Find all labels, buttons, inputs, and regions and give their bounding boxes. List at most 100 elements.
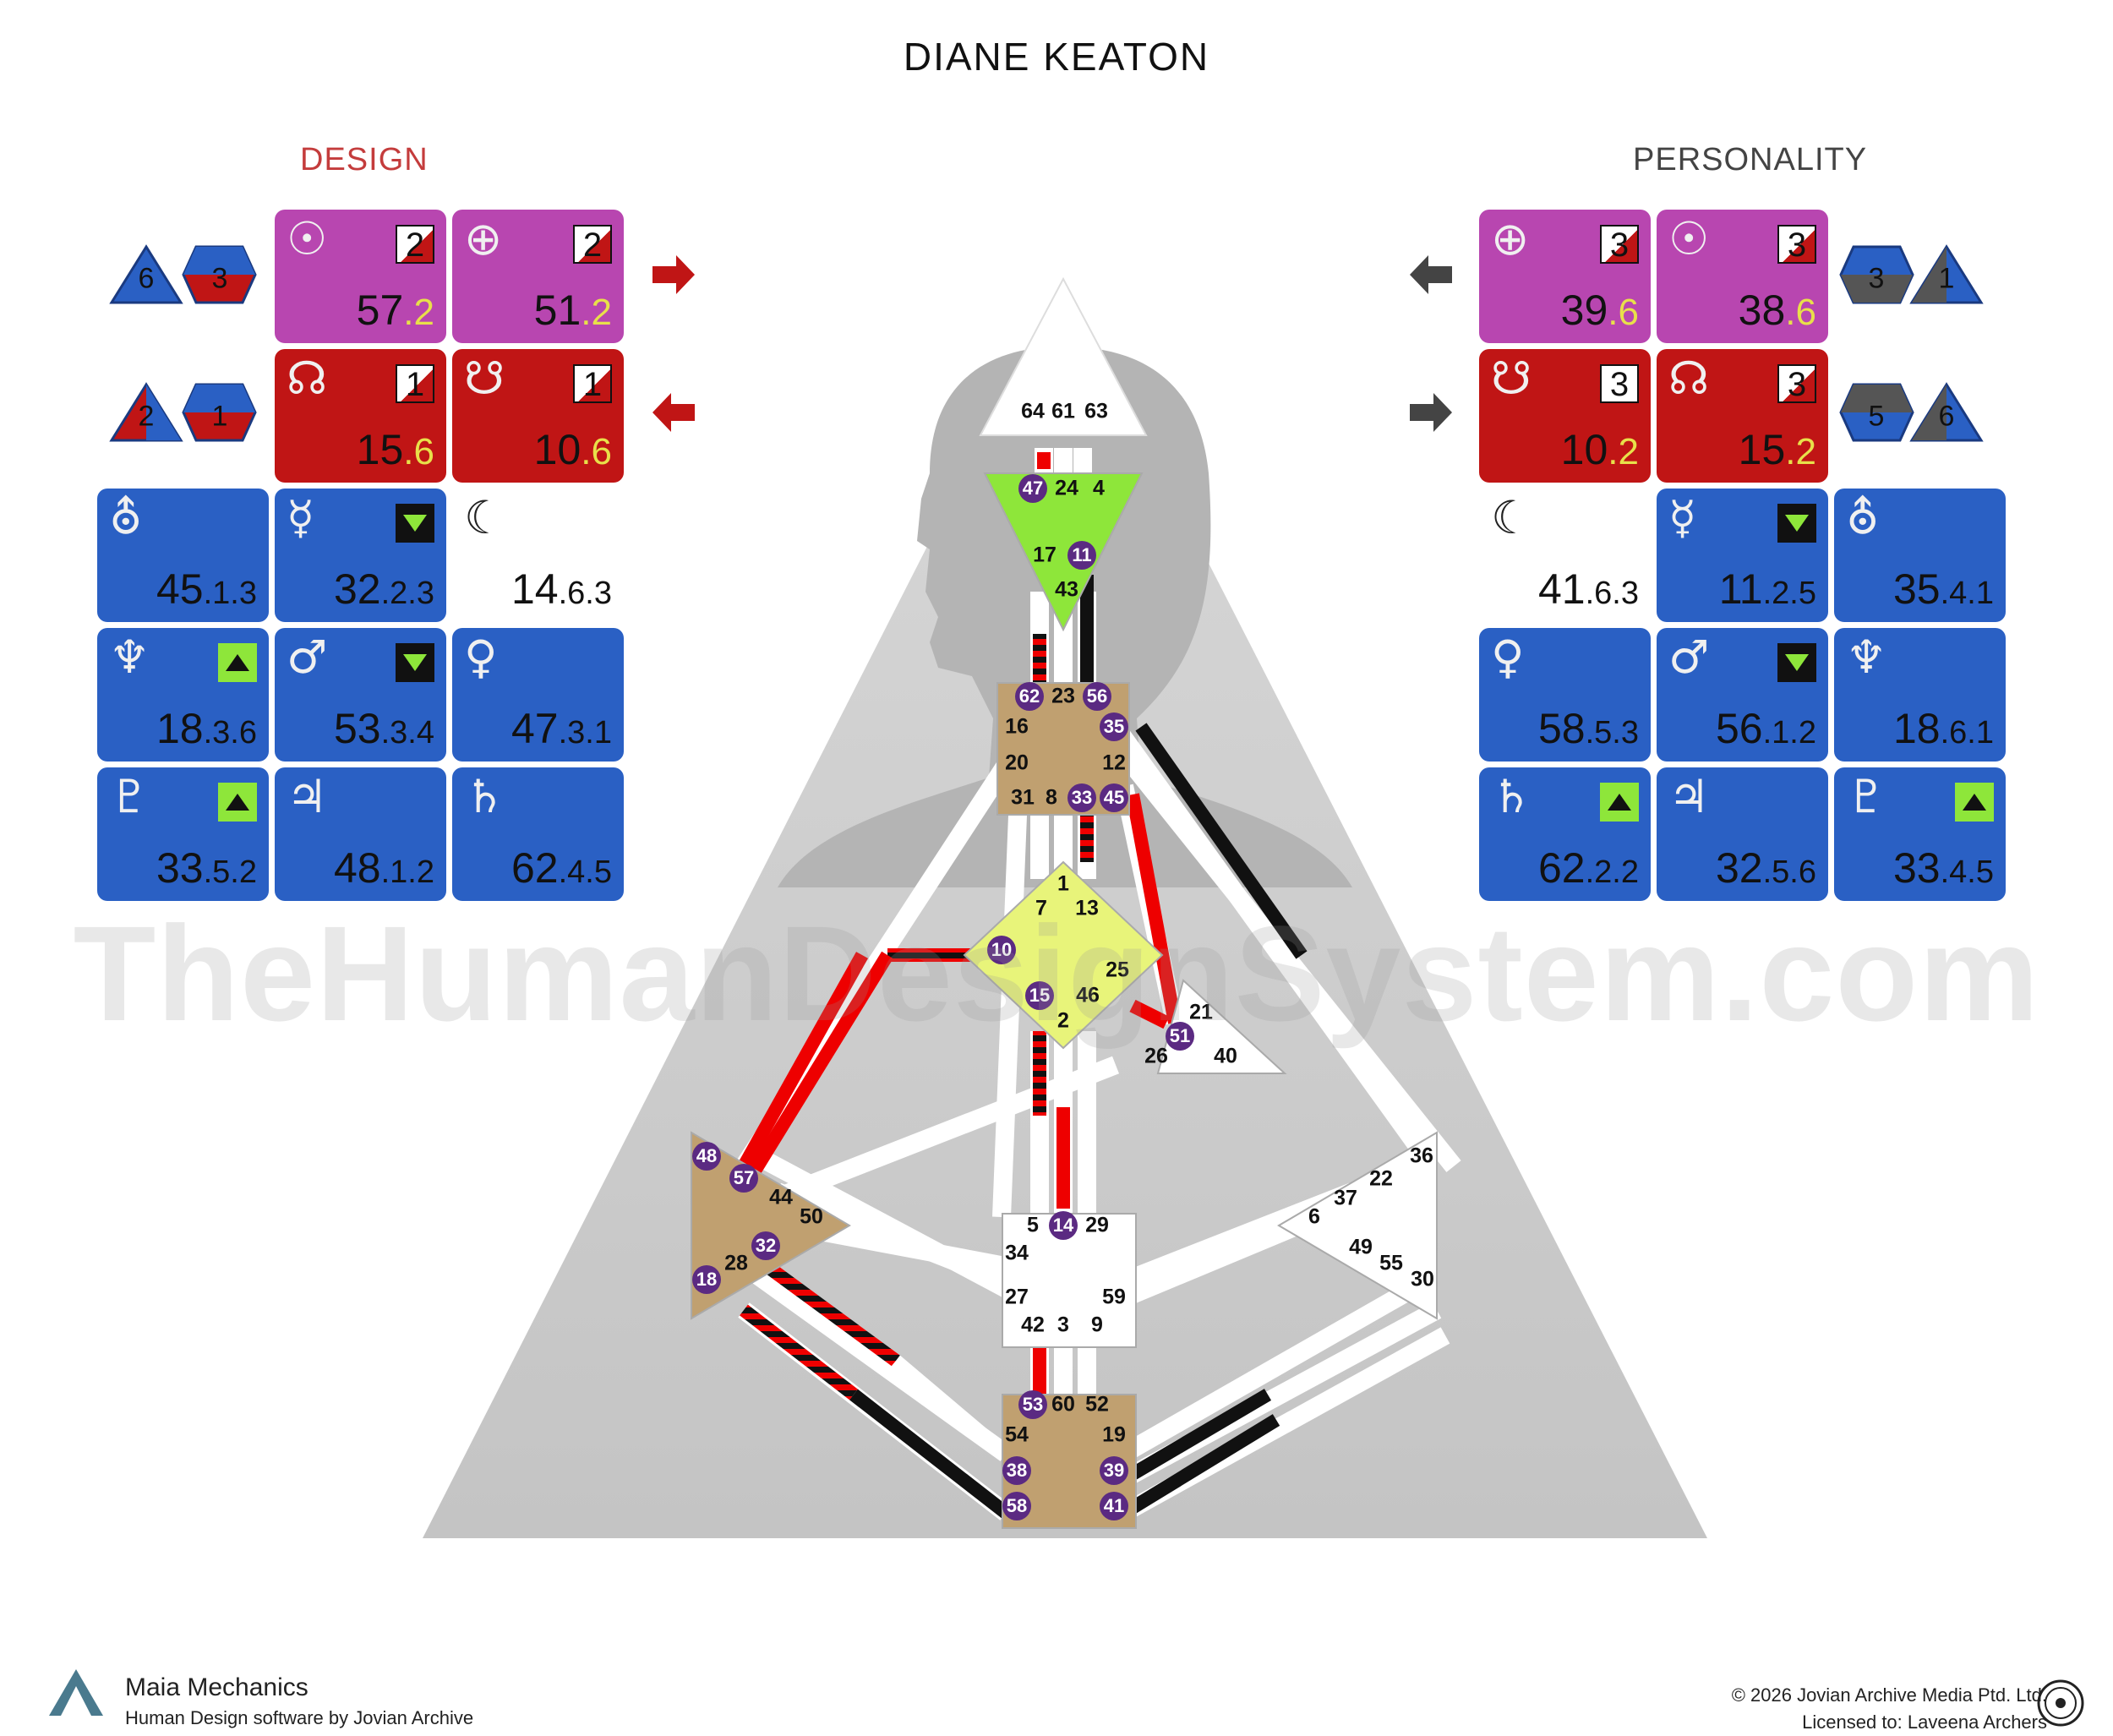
sun-icon: ☉ xyxy=(287,212,328,265)
personality-tile-pluto: ♇33.4.5 xyxy=(1834,767,2006,901)
gate-40: 40 xyxy=(1214,1044,1237,1068)
personality-variable-value: 5 xyxy=(1868,400,1885,433)
detriment-icon xyxy=(396,504,434,543)
gate-60: 60 xyxy=(1051,1392,1075,1417)
gate-53: 53 xyxy=(1018,1390,1047,1419)
gate-line-value: 62.2.2 xyxy=(1537,844,1639,892)
gate-50: 50 xyxy=(800,1204,823,1229)
gate-28: 28 xyxy=(724,1251,748,1275)
sun-icon: ☉ xyxy=(1668,212,1710,265)
chart-title: DIANE KEATON xyxy=(903,35,1210,79)
gate-15: 15 xyxy=(1025,981,1054,1010)
saturn-icon: ♄ xyxy=(1491,770,1532,823)
personality-tile-moon: ☾41.6.3 xyxy=(1479,489,1651,622)
gate-line-value: 33.5.2 xyxy=(156,844,257,892)
gate-58: 58 xyxy=(1002,1492,1031,1520)
gate-36: 36 xyxy=(1410,1144,1433,1168)
north-node-icon: ☊ xyxy=(1668,352,1709,405)
design-variable-value: 1 xyxy=(211,400,228,433)
gate-line-value: 10.2 xyxy=(1560,426,1639,473)
jupiter-icon: ♃ xyxy=(1668,770,1710,823)
gate-35: 35 xyxy=(1100,712,1128,741)
line-mark: 3 xyxy=(1777,225,1816,264)
app-subtitle: Human Design software by Jovian Archive xyxy=(125,1707,474,1728)
design-tile-moon: ☾14.6.3 xyxy=(452,489,624,622)
app-name: Maia Mechanics xyxy=(125,1673,308,1701)
gate-59: 59 xyxy=(1102,1285,1126,1309)
uranus-icon: ⛢ xyxy=(109,491,143,544)
copyright: © 2026 Jovian Archive Media Ptd. Ltd. xyxy=(1731,1684,2047,1706)
detriment-icon xyxy=(1777,504,1816,543)
g-center xyxy=(963,860,1164,1050)
gate-42: 42 xyxy=(1021,1313,1045,1337)
watermark: TheHumanDesignSystem.com xyxy=(73,898,2040,1049)
gate-line-value: 41.6.3 xyxy=(1537,565,1639,613)
line-mark: 3 xyxy=(1777,364,1816,403)
design-tile-uranus: ⛢45.1.3 xyxy=(97,489,269,622)
gate-26: 26 xyxy=(1144,1044,1168,1068)
exalted-icon xyxy=(1955,783,1994,822)
personality-variable-value: 1 xyxy=(1938,262,1955,295)
mercury-icon: ☿ xyxy=(1668,491,1697,544)
saturn-icon: ♄ xyxy=(464,770,505,823)
gate-47: 47 xyxy=(1018,474,1047,503)
personality-tile-jupiter: ♃32.5.6 xyxy=(1657,767,1828,901)
gate-line-value: 51.2 xyxy=(533,287,612,334)
gate-23: 23 xyxy=(1051,684,1075,708)
gate-line-value: 18.3.6 xyxy=(156,705,257,752)
line-mark: 3 xyxy=(1600,364,1639,403)
gate-line-value: 39.6 xyxy=(1560,287,1639,334)
personality-tile-saturn: ♄62.2.2 xyxy=(1479,767,1651,901)
gate-line-value: 53.3.4 xyxy=(333,705,434,752)
maia-logo-icon xyxy=(49,1669,103,1716)
gate-line-value: 38.6 xyxy=(1738,287,1816,334)
gate-7: 7 xyxy=(1035,896,1047,920)
south-node-icon: ☋ xyxy=(464,352,505,405)
gate-line-value: 10.6 xyxy=(533,426,612,473)
gate-56: 56 xyxy=(1083,682,1111,711)
line-mark: 2 xyxy=(573,225,612,264)
gate-20: 20 xyxy=(1005,751,1029,775)
license: Licensed to: Laveena Archers xyxy=(1802,1711,2047,1733)
line-mark: 1 xyxy=(573,364,612,403)
neptune-icon: ♆ xyxy=(1846,631,1887,684)
gate-19: 19 xyxy=(1102,1422,1126,1447)
gate-11: 11 xyxy=(1067,541,1096,570)
design-tile-saturn: ♄62.4.5 xyxy=(452,767,624,901)
design-tile-venus: ♀47.3.1 xyxy=(452,628,624,762)
gate-line-value: 62.4.5 xyxy=(511,844,612,892)
personality-tile-venus: ♀58.5.3 xyxy=(1479,628,1651,762)
gate-line-value: 47.3.1 xyxy=(511,705,612,752)
gate-29: 29 xyxy=(1085,1213,1109,1237)
gate-22: 22 xyxy=(1369,1166,1393,1191)
gate-18: 18 xyxy=(692,1265,721,1294)
gate-32: 32 xyxy=(751,1231,780,1260)
gate-14: 14 xyxy=(1049,1211,1078,1240)
personality-tile-mars: ♂56.1.2 xyxy=(1657,628,1828,762)
gate-2: 2 xyxy=(1057,1008,1069,1033)
detriment-icon xyxy=(396,643,434,682)
design-variable-value: 6 xyxy=(138,262,155,295)
gate-12: 12 xyxy=(1102,751,1126,775)
design-label: DESIGN xyxy=(300,142,429,177)
mercury-icon: ☿ xyxy=(287,491,315,544)
design-variable-value: 2 xyxy=(138,400,155,433)
footer-license: © 2026 Jovian Archive Media Ptd. Ltd. Li… xyxy=(1732,1682,2047,1736)
design-tile-mercury: ☿32.2.3 xyxy=(275,489,446,622)
personality-variable-value: 3 xyxy=(1868,262,1885,295)
gate-43: 43 xyxy=(1055,577,1078,602)
gate-31: 31 xyxy=(1011,785,1035,810)
solar-plexus-center xyxy=(1277,1131,1438,1320)
gate-line-value: 35.4.1 xyxy=(1892,565,1994,613)
gate-9: 9 xyxy=(1091,1313,1103,1337)
north-node-icon: ☊ xyxy=(287,352,327,405)
moon-icon: ☾ xyxy=(1491,491,1532,544)
design-variable-triangle-1 xyxy=(109,244,183,304)
gate-6: 6 xyxy=(1308,1204,1320,1229)
mars-icon: ♂ xyxy=(1668,631,1710,684)
gate-3: 3 xyxy=(1057,1313,1069,1337)
venus-icon: ♀ xyxy=(1491,631,1525,684)
